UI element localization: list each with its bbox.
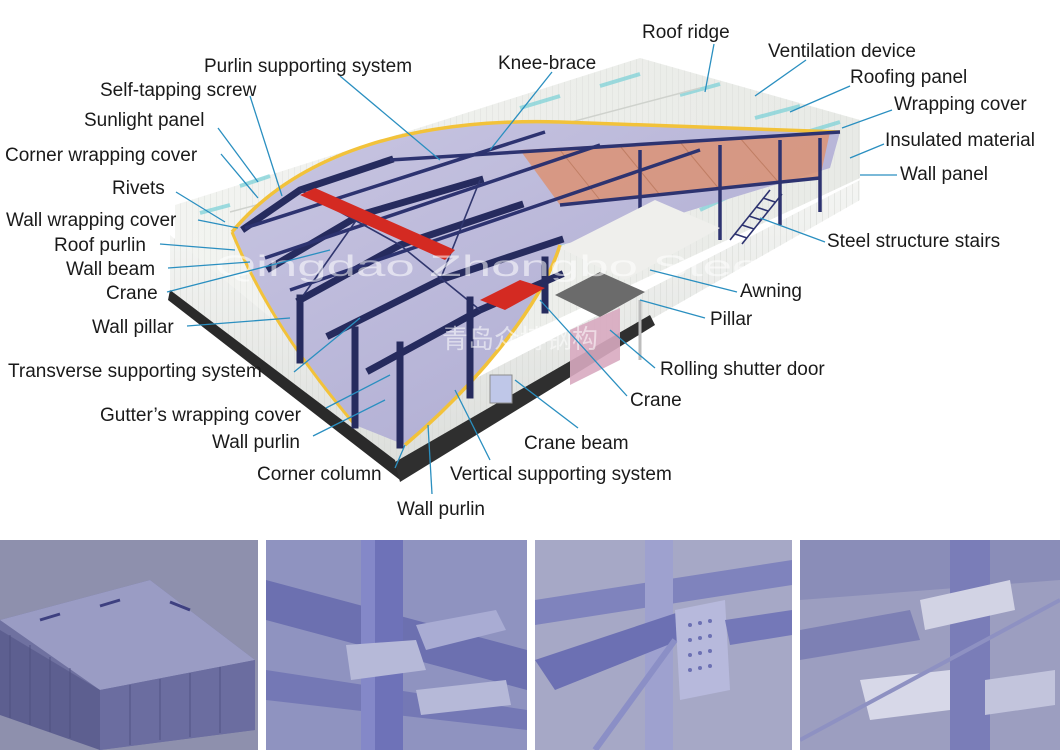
label-knee-brace: Knee-brace <box>498 53 596 74</box>
label-awning: Awning <box>740 281 802 302</box>
photo-column-joint <box>266 540 527 750</box>
photo-steel-node <box>800 540 1060 750</box>
label-pillar: Pillar <box>710 309 753 330</box>
labels: Roof ridge Ventilation device Roofing pa… <box>5 22 1035 520</box>
label-wall-pillar: Wall pillar <box>92 317 174 338</box>
label-steel-structure-stairs: Steel structure stairs <box>827 231 1000 252</box>
label-wall-purlin-bottom: Wall purlin <box>397 499 485 520</box>
label-purlin-supporting-system: Purlin supporting system <box>204 56 412 77</box>
steel-frame <box>240 130 841 449</box>
label-crane-beam: Crane beam <box>524 433 629 454</box>
entrance-area <box>489 200 720 404</box>
label-wall-beam: Wall beam <box>66 259 155 280</box>
leader-lines <box>159 43 897 495</box>
photo-building-overview <box>0 540 258 750</box>
label-gutters-wrapping-cover: Gutter’s wrapping cover <box>100 405 302 426</box>
label-transverse-supporting-system: Transverse supporting system <box>8 361 262 382</box>
label-vertical-supporting-system: Vertical supporting system <box>450 464 672 485</box>
label-sunlight-panel: Sunlight panel <box>84 110 204 131</box>
label-crane-right: Crane <box>630 390 682 411</box>
watermark-latin: Qingdao Zhongbo Steel Structure C <box>215 250 1055 283</box>
label-rivets: Rivets <box>112 178 165 199</box>
label-insulated-material: Insulated material <box>885 130 1035 151</box>
label-self-tapping-screw: Self-tapping screw <box>100 80 257 101</box>
label-corner-column: Corner column <box>257 464 382 485</box>
label-ventilation-device: Ventilation device <box>768 41 916 62</box>
label-crane-left: Crane <box>106 283 158 304</box>
label-wall-wrapping-cover: Wall wrapping cover <box>6 210 177 231</box>
label-corner-wrapping-cover: Corner wrapping cover <box>5 145 198 166</box>
watermark-chinese: 青岛众博钢构 <box>442 324 598 354</box>
label-rolling-shutter-door: Rolling shutter door <box>660 359 825 380</box>
label-wall-purlin-mid: Wall purlin <box>212 432 300 453</box>
steel-structure-diagram: Qingdao Zhongbo Steel Structure C 青岛众博钢构 <box>5 22 1055 520</box>
label-wrapping-cover: Wrapping cover <box>894 94 1027 115</box>
label-roof-purlin: Roof purlin <box>54 235 146 256</box>
label-roofing-panel: Roofing panel <box>850 67 967 88</box>
label-roof-ridge: Roof ridge <box>642 22 730 43</box>
photo-beam-connection <box>535 540 792 750</box>
label-wall-panel: Wall panel <box>900 164 988 185</box>
